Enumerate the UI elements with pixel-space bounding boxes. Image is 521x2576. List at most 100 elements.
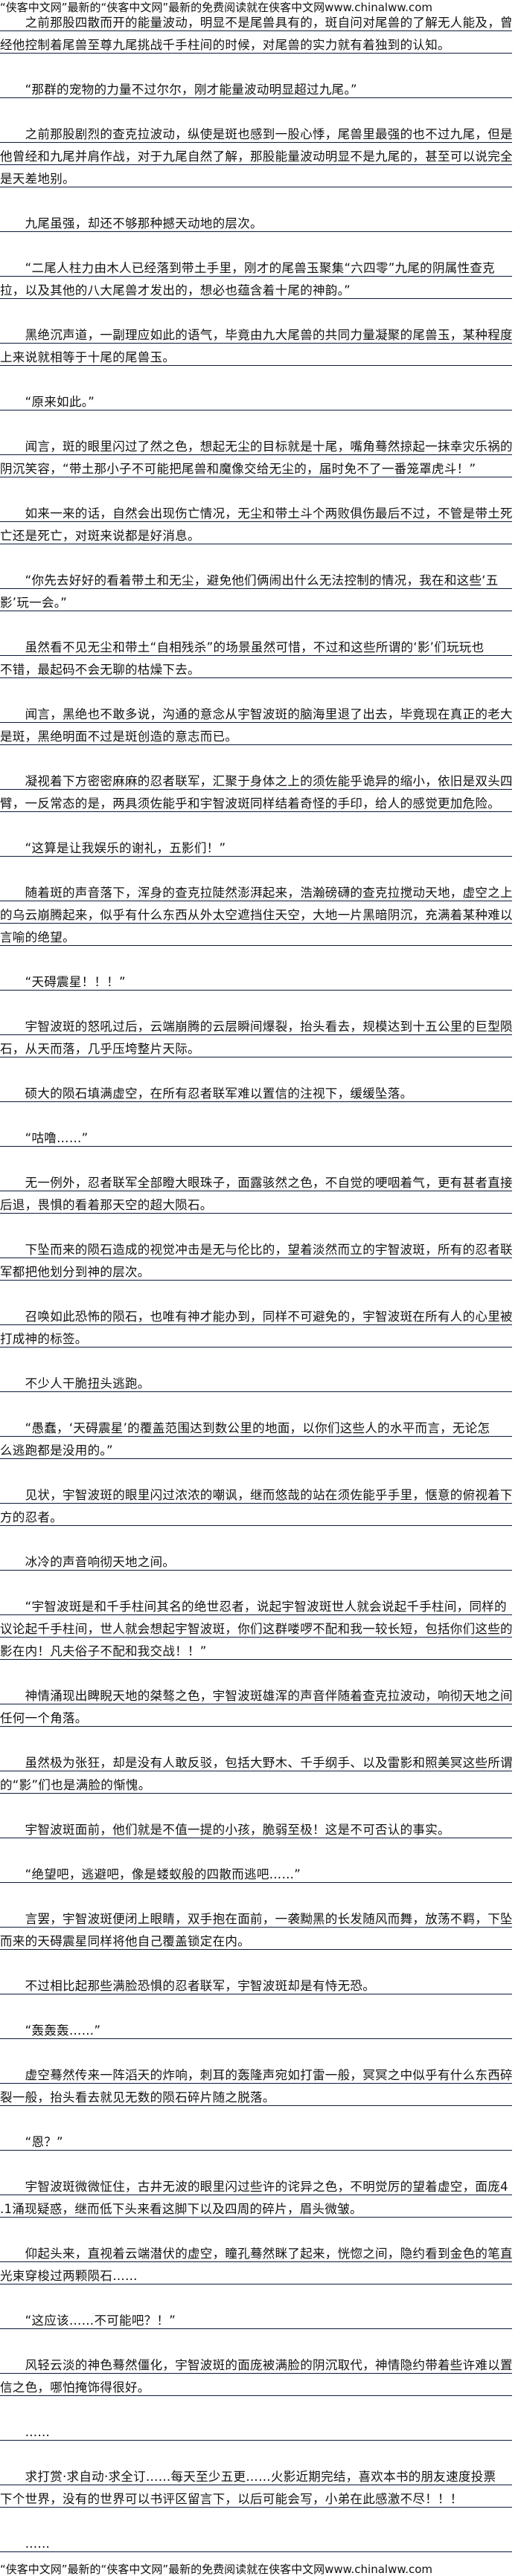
line-text: 不少人干脆扭头逃跑。 [0,1376,150,1391]
line-text: “二尾人柱力由木人已经落到带土手里，刚才的尾兽玉聚集“六四零”九尾的阴属性查克 [0,261,495,275]
text-line: 求打赏·求自动·求全订……每天至少五更……火影近期完结，喜欢本书的朋友速度投票 [0,2463,512,2485]
text-line: 上来说就相等于十尾的尾兽玉。 [0,344,512,366]
text-line: 宇智波斑面前，他们就是不值一提的小孩，脆弱至极！这是不可否认的事实。 [0,1816,512,1838]
line-text: “轰轰轰……” [0,2023,101,2038]
text-line: “恩？” [0,2128,512,2151]
line-text: 宇智波斑的怒吼过后，云端崩腾的云层瞬间爆裂，抬头看去，规模达到十五公里的巨型陨 [0,1020,512,1034]
text-line: 虚空蓦然传来一阵滔天的炸响，刺耳的轰隆声宛如打雷一般，冥冥之中似乎有什么东西碎 [0,2061,512,2084]
paragraph: 不少人干脆扭头逃跑。 [0,1370,512,1392]
text-line: 影’玩一会。” [0,589,512,611]
paragraph: “那群的宠物的力量不过尔尔，刚才能量波动明显超过九尾。” [0,76,512,98]
paragraph: 冰冷的声音响彻天地之间。 [0,1548,512,1571]
line-text: 闻言，斑的眼里闪过了然之色，想起无尘的目标就是十尾，嘴角蓦然掠起一抹幸灾乐祸的 [0,439,512,454]
line-text: “天碍震星！！！” [0,975,126,989]
line-text: “你先去好好的看着带土和无尘，避免他们俩闹出什么无法控制的情况，我在和这些‘五 [0,573,499,587]
paragraph: 不过相比起那些满脸恐惧的忍者联军，宇智波斑却是有恃无恐。 [0,1972,512,1994]
text-line: 裂一般，抬头看去就见无数的陨石碎片随之脱落。 [0,2084,512,2106]
line-text: 硕大的陨石填满虚空，在所有忍者联军难以置信的注视下，缓缓坠落。 [0,1086,413,1101]
text-line: 的“影”们也是满脸的惭愧。 [0,1771,512,1794]
paragraph: 神情涌现出睥睨天地的桀骜之色，宇智波斑雄浑的声音伴随着查克拉波动，响彻天地之间任… [0,1682,512,1727]
line-text: 亡还是死亡，对斑来说都是好消息。 [0,529,200,543]
line-text: 拉，以及其他的八大尾兽才发出的，想必也蕴含着十尾的神韵。” [0,283,351,297]
line-text: 不错，最起码不会无聊的枯燥下去。 [0,663,200,677]
text-line: 宇智波斑微微怔住，古井无波的眼里闪过些许的诧异之色，不明觉厉的望着虚空，面庞4 [0,2173,512,2195]
line-text: 宇智波斑微微怔住，古井无波的眼里闪过些许的诧异之色，不明觉厉的望着虚空，面庞4 [0,2180,508,2194]
line-text: 影在内！凡夫俗子不配和我交战！！” [0,1644,207,1658]
line-text: 的“影”们也是满脸的惭愧。 [0,1778,151,1792]
text-line: 言罢，宇智波斑便闭上眼睛，双手抱在面前，一袭黝黑的长发随风而舞，放荡不羁，下坠 [0,1905,512,1928]
text-line: 拉，以及其他的八大尾兽才发出的，想必也蕴含着十尾的神韵。” [0,277,512,299]
line-text: 之前那股四散而开的能量波动，明显不是尾兽具有的，斑自问对尾兽的了解无人能及，曾 [0,16,512,30]
text-line: 仰起头来，直视着云端潜伏的虚空，瞳孔蓦然眯了起来，恍惚之间，隐约看到金色的笔直 [0,2240,512,2262]
line-text: 方的忍者。 [0,1510,63,1524]
line-text: “原来如此。” [0,395,95,409]
line-text: 随着斑的声音落下，浑身的查克拉陡然澎湃起来，浩瀚磅礴的查克拉搅动天地，虚空之上 [0,886,512,900]
line-text: …… [0,2425,51,2439]
paragraph: “绝望吧，逃避吧，像是蝼蚁般的四散而逃吧……” [0,1861,512,1883]
paragraph: 之前那股剧烈的查克拉波动，纵使是斑也感到一股心悸，尾兽里最强的也不过九尾，但是他… [0,120,512,187]
text-line: 神情涌现出睥睨天地的桀骜之色，宇智波斑雄浑的声音伴随着查克拉波动，响彻天地之间 [0,1682,512,1704]
line-text: 光束穿梭过两颗陨石…… [0,2269,138,2283]
line-text: 黑绝沉声道，一副理应如此的语气，毕竟由九大尾兽的共同力量凝聚的尾兽玉，某种程度 [0,328,512,342]
text-line: 打成神的标签。 [0,1325,512,1347]
line-text: 见状，宇智波斑的眼里闪过浓浓的嘲讽，继而悠哉的站在须佐能乎手里，惬意的俯视着下 [0,1488,512,1502]
text-line: 硕大的陨石填满虚空，在所有忍者联军难以置信的注视下，缓缓坠落。 [0,1080,512,1102]
paragraph: “二尾人柱力由木人已经落到带土手里，刚才的尾兽玉聚集“六四零”九尾的阴属性查克拉… [0,254,512,299]
line-text: 后退，畏惧的看着那天空的超大陨石。 [0,1198,213,1212]
line-text: 上来说就相等于十尾的尾兽玉。 [0,350,176,364]
text-line: 冰冷的声音响彻天地之间。 [0,1548,512,1571]
line-text: 虽然极为张狂，却是没有人敢反驳，包括大野木、千手纲手、以及雷影和照美冥这些所谓 [0,1756,512,1770]
line-text: 如来一来的话，自然会出现伤亡情况，无尘和带土斗个两败俱伤最后不过，不管是带土死 [0,506,512,521]
line-text: 风轻云淡的神色蓦然僵化，宇智波斑的面庞被满脸的阴沉取代，神情隐约带着些许难以置 [0,2358,512,2372]
text-line: 议论起千手柱间，世人就会想起宇智波斑，你们这群喽啰不配和我一较长短，包括你们这些… [0,1615,512,1638]
line-text: 打成神的标签。 [0,1332,88,1346]
line-text: 无一例外，忍者联军全部瞪大眼珠子，面露骇然之色，不自觉的哽咽着气，更有甚者直接 [0,1176,512,1190]
paragraph: 宇智波斑的怒吼过后，云端崩腾的云层瞬间爆裂，抬头看去，规模达到十五公里的巨型陨石… [0,1013,512,1057]
text-line: 言喻的绝望。 [0,924,512,946]
text-line: 石，从天而落，几乎压垮整片天际。 [0,1035,512,1057]
line-text: 凝视着下方密密麻麻的忍者联军，汇聚于身体之上的须佐能乎诡异的缩小，依旧是双头四 [0,774,512,788]
text-line: 任何一个角落。 [0,1704,512,1727]
text-line: 臂，一反常态的是，两具须佐能乎和宇智波斑同样结着奇怪的手印，给人的感觉更加危险。 [0,790,512,812]
line-text: 虽然看不见无尘和带土“自相残杀”的场景虽然可惜，不过和这些所谓的‘影’们玩玩也 [0,640,485,654]
text-line: 不错，最起码不会无聊的枯燥下去。 [0,656,512,678]
text-line: 光束穿梭过两颗陨石…… [0,2262,512,2284]
text-line: “那群的宠物的力量不过尔尔，刚才能量波动明显超过九尾。” [0,76,512,98]
paragraph: “这算是让我娱乐的谢礼，五影们！” [0,834,512,857]
text-line: 不少人干脆扭头逃跑。 [0,1370,512,1392]
line-text: 言喻的绝望。 [0,930,75,944]
text-line: “原来如此。” [0,388,512,410]
text-line: 方的忍者。 [0,1504,512,1526]
text-line: “天碍震星！！！” [0,968,512,991]
text-line: 亡还是死亡，对斑来说都是好消息。 [0,522,512,544]
line-text: “愚蠢，‘天碍震星’的覆盖范围达到数公里的地面，以你们这些人的水平而言，无论怎 [0,1421,490,1435]
paragraph: 虽然极为张狂，却是没有人敢反驳，包括大野木、千手纲手、以及雷影和照美冥这些所谓的… [0,1749,512,1794]
text-line: 闻言，黑绝也不敢多说，沟通的意念从宇智波斑的脑海里退了出去，毕竟现在真正的老大 [0,701,512,723]
text-line: 凝视着下方密密麻麻的忍者联军，汇聚于身体之上的须佐能乎诡异的缩小，依旧是双头四 [0,767,512,790]
paragraph: 闻言，黑绝也不敢多说，沟通的意念从宇智波斑的脑海里退了出去，毕竟现在真正的老大是… [0,701,512,745]
line-text: .1涌现疑惑，继而低下头来看这脚下以及四周的碎片，眉头微皱。 [0,2202,362,2216]
text-line: 召唤如此恐怖的陨石，也唯有神才能办到，同样不可避免的，宇智波斑在所有人的心里被 [0,1303,512,1325]
text-line: 随着斑的声音落下，浑身的查克拉陡然澎湃起来，浩瀚磅礴的查克拉搅动天地，虚空之上 [0,879,512,901]
paragraph: 黑绝沉声道，一副理应如此的语气，毕竟由九大尾兽的共同力量凝聚的尾兽玉，某种程度上… [0,321,512,366]
text-line: 而来的天碍震星同样将他自己覆盖锁定在内。 [0,1928,512,1950]
text-line: 么逃跑都是没用的。” [0,1437,512,1459]
text-line: 他曾经和九尾并肩作战，对于九尾自然了解，那股能量波动明显不是九尾的，甚至可以说完… [0,143,512,165]
text-line: 之前那股四散而开的能量波动，明显不是尾兽具有的，斑自问对尾兽的了解无人能及，曾 [0,9,512,31]
line-text: 的乌云崩腾起来，似乎有什么东西从外太空遮挡住天空，大地一片黑暗阴沉，充满着某种难… [0,908,512,922]
line-text: 之前那股剧烈的查克拉波动，纵使是斑也感到一股心悸，尾兽里最强的也不过九尾，但是 [0,127,512,141]
text-line: 的乌云崩腾起来，似乎有什么东西从外太空遮挡住天空，大地一片黑暗阴沉，充满着某种难… [0,901,512,924]
paragraph: “原来如此。” [0,388,512,410]
text-line: “这算是让我娱乐的谢礼，五影们！” [0,834,512,857]
line-text: 下坠而来的陨石造成的视觉冲击是无与伦比的，望着淡然而立的宇智波斑，所有的忍者联 [0,1243,512,1257]
text-line: “轰轰轰……” [0,2017,512,2039]
text-line: 虽然极为张狂，却是没有人敢反驳，包括大野木、千手纲手、以及雷影和照美冥这些所谓 [0,1749,512,1771]
line-text: “那群的宠物的力量不过尔尔，刚才能量波动明显超过九尾。” [0,83,357,97]
text-line: .1涌现疑惑，继而低下头来看这脚下以及四周的碎片，眉头微皱。 [0,2195,512,2218]
text-line: 无一例外，忍者联军全部瞪大眼珠子，面露骇然之色，不自觉的哽咽着气，更有甚者直接 [0,1169,512,1191]
line-text: 臂，一反常态的是，两具须佐能乎和宇智波斑同样结着奇怪的手印，给人的感觉更加危险。 [0,796,500,811]
paragraph: 凝视着下方密密麻麻的忍者联军，汇聚于身体之上的须佐能乎诡异的缩小，依旧是双头四臂… [0,767,512,812]
text-line: 闻言，斑的眼里闪过了然之色，想起无尘的目标就是十尾，嘴角蓦然掠起一抹幸灾乐祸的 [0,433,512,455]
paragraph: 宇智波斑微微怔住，古井无波的眼里闪过些许的诧异之色，不明觉厉的望着虚空，面庞4.… [0,2173,512,2218]
paragraph: 仰起头来，直视着云端潜伏的虚空，瞳孔蓦然眯了起来，恍惚之间，隐约看到金色的笔直光… [0,2240,512,2284]
